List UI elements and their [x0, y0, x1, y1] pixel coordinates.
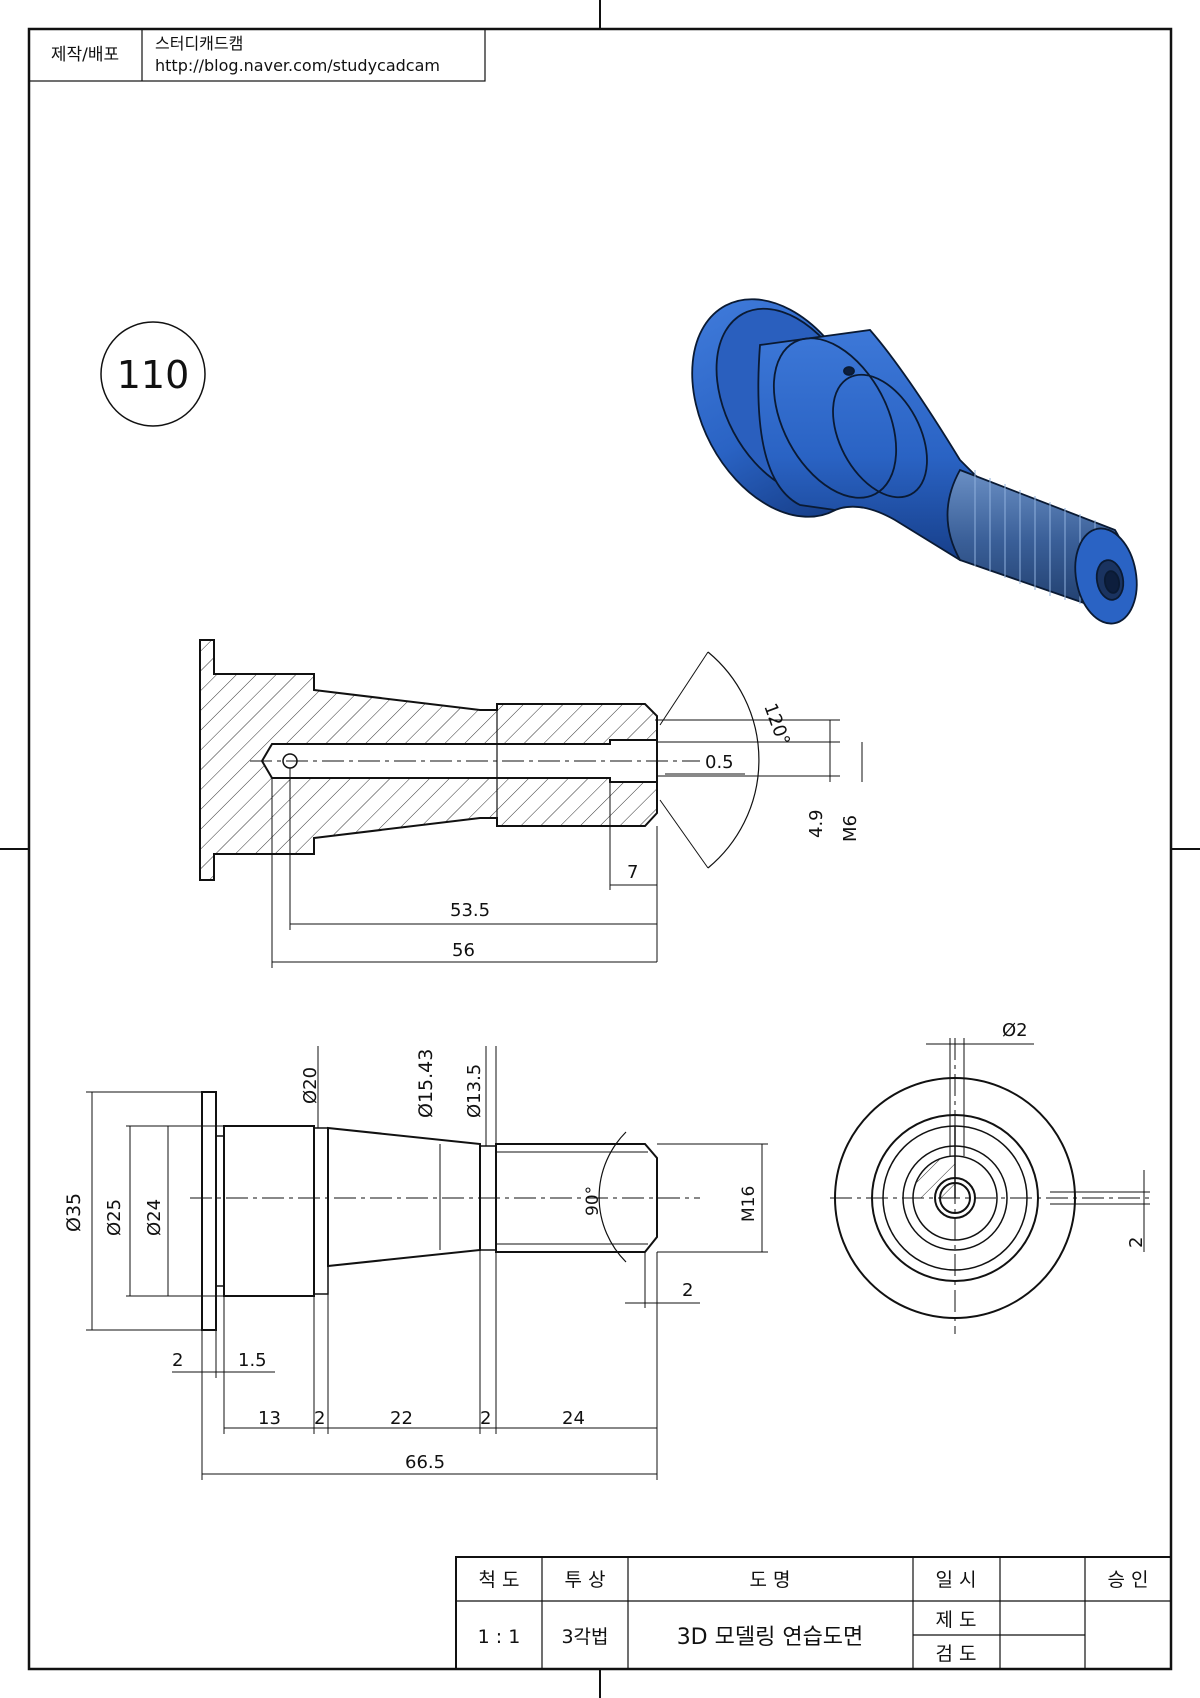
tb-scale-value: 1 : 1 — [478, 1626, 521, 1648]
dim-d35: Ø35 — [63, 1193, 85, 1232]
section-view: 120° 0.5 4.9 M6 7 53.5 56 — [199, 639, 863, 968]
dim-overall-66-5: 66.5 — [405, 1452, 445, 1473]
drawing-number-badge: 110 — [100, 321, 206, 427]
dim-counterbore-7: 7 — [627, 862, 638, 883]
dim-seg-22: 22 — [390, 1408, 413, 1429]
tb-drawing-name: 3D 모델링 연습도면 — [677, 1625, 864, 1650]
isometric-model — [691, 298, 1138, 625]
dim-thread-m6: M6 — [840, 815, 861, 842]
tb-projection-value: 3각법 — [561, 1626, 608, 1648]
dim-d25: Ø25 — [104, 1199, 125, 1236]
publisher-url: http://blog.naver.com/studycadcam — [155, 56, 440, 75]
header-label: 제작/배포 — [51, 45, 119, 65]
tb-drafted: 제 도 — [936, 1609, 977, 1631]
tb-checked: 검 도 — [936, 1643, 977, 1665]
tb-approval-label: 승 인 — [1108, 1569, 1149, 1591]
end-view-dim-text: Ø2 2 — [1002, 1020, 1147, 1248]
tb-name-label: 도 명 — [750, 1569, 791, 1591]
dim-chamfer-2: 2 — [682, 1280, 693, 1301]
dim-offset-2: 2 — [1126, 1237, 1147, 1248]
dim-seg-2a: 2 — [314, 1408, 325, 1429]
front-view-dim-text: Ø35 Ø25 Ø24 Ø20 Ø15.43 Ø13.5 90° M16 2 2… — [63, 1049, 759, 1473]
dim-hole-depth: 53.5 — [450, 900, 490, 921]
title-block — [455, 1556, 1172, 1670]
tb-scale-label: 척 도 — [479, 1569, 520, 1591]
front-view — [86, 1046, 768, 1480]
dim-seg-24: 24 — [562, 1408, 585, 1429]
dim-seg-2b: 2 — [480, 1408, 491, 1429]
publisher-name: 스터디캐드캠 — [155, 34, 243, 53]
dim-d24: Ø24 — [144, 1199, 165, 1236]
title-block-text: 척 도 투 상 도 명 일 시 승 인 1 : 1 3각법 3D 모델링 연습도… — [478, 1569, 1149, 1665]
dim-flange-thickness: 2 — [172, 1350, 183, 1371]
dim-chamfer-angle: 90° — [583, 1186, 603, 1216]
end-view — [830, 1038, 1150, 1334]
dim-groove: 0.5 — [705, 752, 734, 773]
drawing-number: 110 — [117, 353, 190, 397]
dim-overall-depth: 56 — [452, 940, 475, 961]
dim-d20: Ø20 — [300, 1067, 321, 1104]
dim-angle-120: 120° — [759, 701, 794, 749]
dim-d13-5: Ø13.5 — [464, 1064, 485, 1118]
dim-flange-gap: 1.5 — [238, 1350, 267, 1371]
header-block: 제작/배포 스터디캐드캠 http://blog.naver.com/study… — [28, 28, 486, 82]
dim-seg-13: 13 — [258, 1408, 281, 1429]
dim-depth-4-9: 4.9 — [806, 809, 827, 838]
dim-pin-hole: Ø2 — [1002, 1020, 1028, 1041]
dim-d15-43: Ø15.43 — [415, 1049, 437, 1118]
dim-thread-m16: M16 — [739, 1186, 759, 1222]
tb-projection-label: 투 상 — [565, 1569, 606, 1591]
tb-date-label: 일 시 — [936, 1569, 977, 1591]
